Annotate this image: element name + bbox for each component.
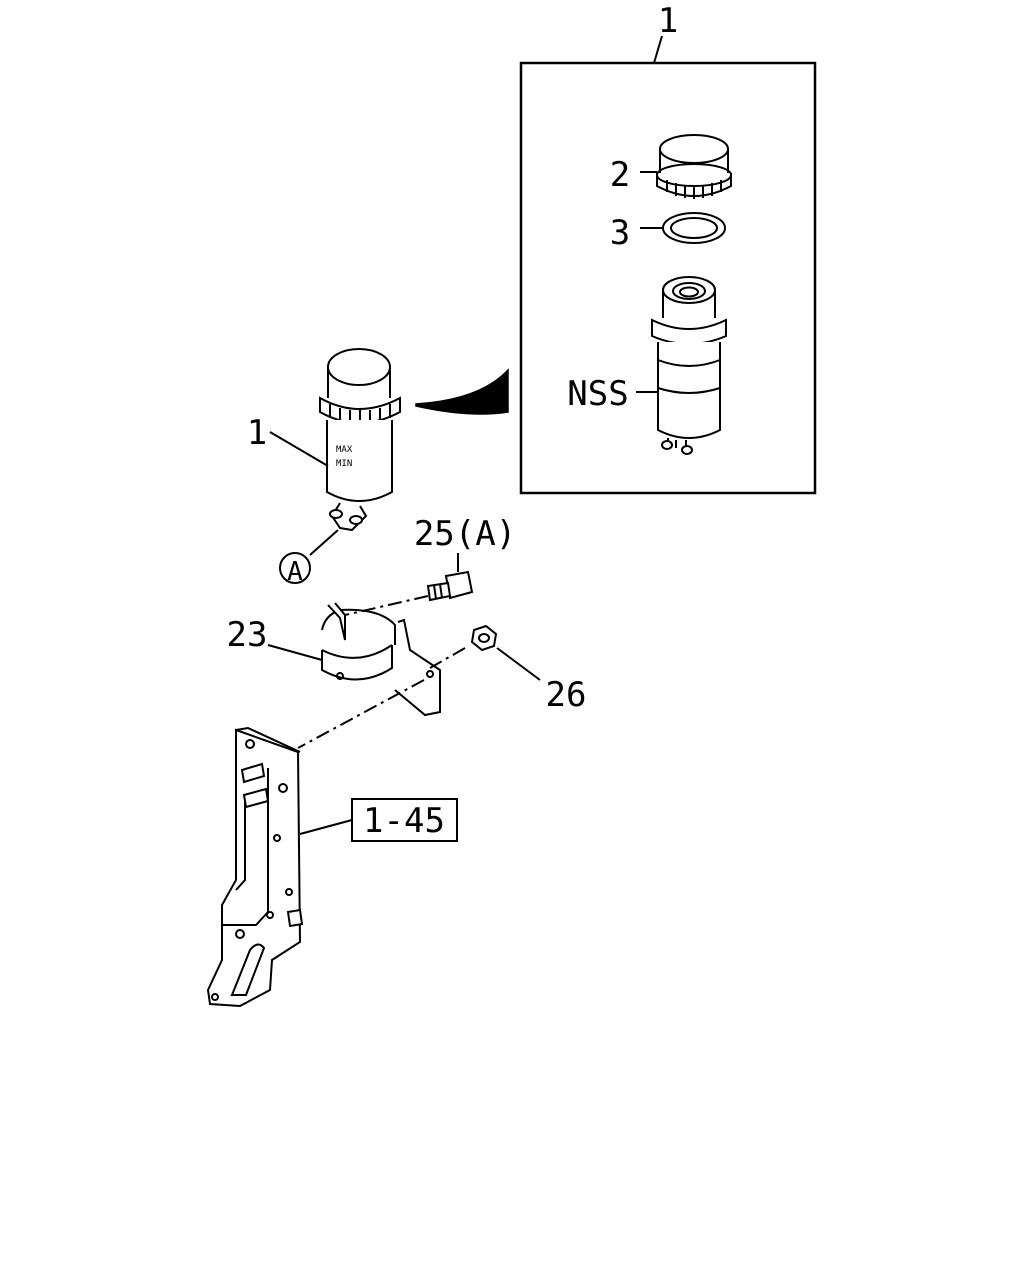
bolt-dash-line	[344, 595, 429, 616]
reservoir-assembly: MAX MIN 1	[247, 348, 401, 532]
a-marker-circle	[279, 552, 311, 584]
bracket-part: 23	[227, 602, 441, 717]
frame-bracket	[206, 726, 353, 1008]
callout-cap: 2	[610, 155, 630, 195]
a-marker-leader-line	[309, 529, 339, 556]
nut-leader-line	[496, 647, 541, 681]
ref-box-frame	[351, 798, 458, 842]
cap-part: 2	[610, 134, 732, 199]
callout-bracket: 23	[227, 615, 268, 655]
a-marker: A	[279, 529, 339, 587]
callout-nss: NSS	[567, 374, 628, 414]
callout-reservoir: 1	[247, 413, 267, 453]
detail-arrow-icon	[415, 368, 509, 415]
callout-nut: 26	[546, 675, 587, 715]
mount-dash-line	[297, 679, 425, 749]
seal-part: 3	[610, 212, 726, 253]
max-label: MAX	[336, 445, 353, 455]
ref-box-label[interactable]: 1-45	[363, 801, 445, 841]
kit-leader-line	[653, 35, 663, 64]
callout-kit-top: 1	[658, 1, 678, 41]
reservoir-leader-line	[269, 431, 329, 467]
callout-seal: 3	[610, 213, 630, 253]
ref-leader-line	[299, 819, 353, 835]
bracket-leader-line	[267, 644, 323, 661]
min-label: MIN	[336, 459, 352, 469]
nut-part: 26	[429, 624, 587, 715]
bolt-part: 25(A)	[344, 514, 516, 616]
a-marker-label: A	[287, 557, 303, 587]
kit-box: 1	[519, 1, 817, 495]
kit-box-frame	[519, 61, 817, 495]
ref-box[interactable]: 1-45	[351, 798, 458, 842]
nss-reservoir-body: NSS	[567, 276, 727, 455]
callout-bolt: 25(A)	[414, 514, 516, 554]
